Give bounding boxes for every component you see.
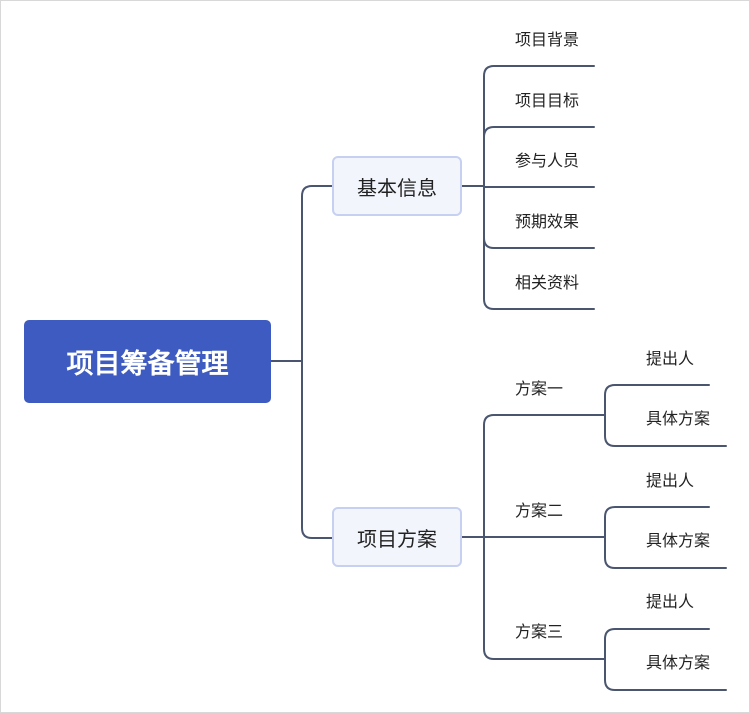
connector-plan3-to-提出人: [604, 628, 710, 660]
leaf-node-expected-effect[interactable]: 预期效果: [515, 212, 580, 231]
branch-node-label: 基本信息: [357, 175, 437, 200]
sub-branch-node-plan-1[interactable]: 方案一: [515, 379, 564, 398]
connector-root-to-basic-info: [301, 185, 333, 362]
branch-node-label: 项目方案: [357, 526, 437, 551]
connector-to-方案三: [483, 536, 606, 660]
connector-plan2-to-具体方案: [604, 536, 727, 569]
connector-root-to-project-plan: [301, 360, 333, 539]
leaf-node-plan-detail[interactable]: 具体方案: [646, 653, 711, 672]
connector-plan2-to-提出人: [604, 506, 710, 538]
leaf-node-proposer[interactable]: 提出人: [646, 592, 695, 611]
branch-node-project-plan[interactable]: 项目方案: [332, 507, 462, 567]
connector-to-方案一: [483, 414, 606, 538]
leaf-node-project-background[interactable]: 项目背景: [515, 30, 580, 49]
leaf-node-related-materials[interactable]: 相关资料: [515, 273, 580, 292]
leaf-node-proposer[interactable]: 提出人: [646, 471, 695, 490]
sub-branch-node-plan-3[interactable]: 方案三: [515, 622, 564, 641]
connector-plan1-to-提出人: [604, 384, 710, 416]
branch-node-basic-info[interactable]: 基本信息: [332, 156, 462, 216]
leaf-node-project-goal[interactable]: 项目目标: [515, 91, 580, 110]
leaf-node-plan-detail[interactable]: 具体方案: [646, 531, 711, 550]
connector-to-项目背景: [483, 65, 595, 187]
connector-to-相关资料: [483, 185, 595, 310]
connector-plan3-to-具体方案: [604, 658, 727, 691]
root-node-label: 项目筹备管理: [66, 349, 229, 380]
leaf-node-participants[interactable]: 参与人员: [515, 151, 580, 170]
connector-plan1-to-具体方案: [604, 414, 727, 447]
leaf-node-plan-detail[interactable]: 具体方案: [646, 409, 711, 428]
leaf-node-proposer[interactable]: 提出人: [646, 349, 695, 368]
connector-to-项目目标: [483, 126, 595, 187]
sub-branch-node-plan-2[interactable]: 方案二: [515, 501, 564, 520]
root-node[interactable]: 项目筹备管理: [24, 320, 271, 403]
